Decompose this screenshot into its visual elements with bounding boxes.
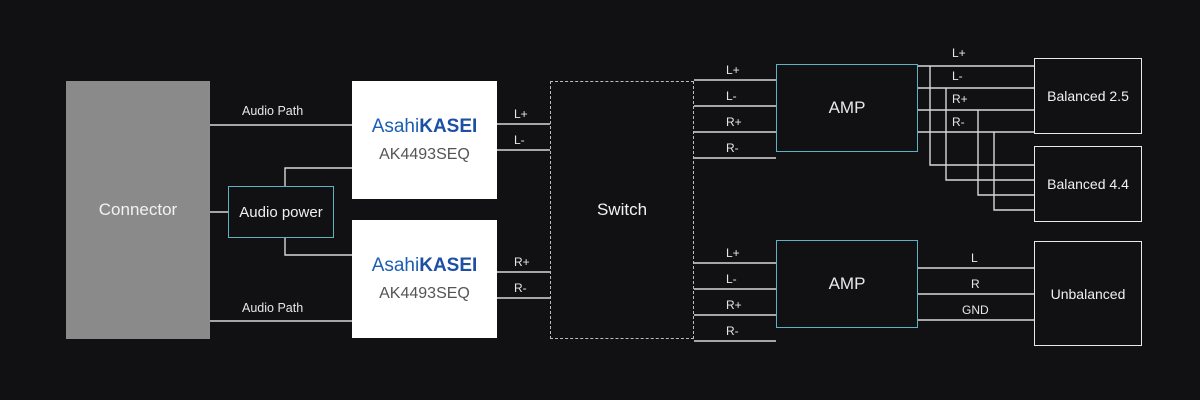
- bal-wire-l-plus-44: [929, 66, 1034, 166]
- amp-input-label: R+: [726, 298, 742, 312]
- dac-output-label: R+: [514, 255, 530, 269]
- unbalanced-output: Unbalanced: [1034, 241, 1142, 346]
- connector-label: Connector: [98, 200, 178, 219]
- amp-input-label: R-: [726, 141, 739, 155]
- balanced-signal-label: R-: [952, 115, 965, 129]
- unbalanced-label: Unbalanced: [1050, 285, 1126, 302]
- audio-power-label: Audio power: [239, 203, 323, 221]
- dac-brand-logo: AsahiKASEI: [371, 255, 478, 276]
- unbalanced-signal-label: R: [971, 277, 980, 291]
- balanced-44-label: Balanced 4.4: [1047, 176, 1129, 192]
- dac-brand-logo: AsahiKASEI: [371, 116, 478, 137]
- amp-input-label: L+: [726, 246, 740, 260]
- balanced-25-output: Balanced 2.5: [1034, 58, 1142, 134]
- switch-label: Switch: [596, 200, 648, 219]
- balanced-signal-label: R+: [952, 92, 968, 106]
- amp-input-label: L+: [726, 63, 740, 77]
- unbalanced-signal-label: L: [971, 251, 978, 265]
- amp-label: AMP: [828, 98, 866, 117]
- unbalanced-signal-label: GND: [962, 303, 989, 317]
- dac-model-label: AK4493SEQ: [379, 285, 470, 302]
- dac-chip-bottom: AsahiKASEI AK4493SEQ: [352, 220, 497, 338]
- audio-path-label-bottom: Audio Path: [242, 301, 304, 315]
- power-wire-top-dac: [284, 167, 352, 186]
- amp-block-top: AMP: [776, 64, 918, 152]
- switch-block: Switch: [550, 81, 694, 339]
- balanced-signal-label: L-: [952, 69, 963, 83]
- balanced-25-label: Balanced 2.5: [1047, 88, 1129, 104]
- amp-input-label: L-: [726, 89, 737, 103]
- dac-output-label: R-: [514, 281, 527, 295]
- amp-input-label: R+: [726, 115, 742, 129]
- dac-chip-top: AsahiKASEI AK4493SEQ: [352, 81, 497, 199]
- amp-input-label: R-: [726, 324, 739, 338]
- audio-power-block: Audio power: [228, 186, 334, 238]
- audio-path-label-top: Audio Path: [242, 104, 304, 118]
- balanced-44-output: Balanced 4.4: [1034, 146, 1142, 222]
- connector-block: Connector: [66, 81, 210, 339]
- bal-wire-r-plus-44: [977, 110, 1034, 196]
- balanced-signal-label: L+: [952, 46, 966, 60]
- amp-block-bottom: AMP: [776, 240, 918, 328]
- power-wire-bottom-dac: [284, 238, 352, 256]
- dac-model-label: AK4493SEQ: [379, 146, 470, 163]
- bal-wire-r-minus-44: [993, 132, 1034, 211]
- dac-output-label: L-: [514, 133, 525, 147]
- bal-wire-l-minus-44: [945, 88, 1034, 181]
- amp-label: AMP: [828, 274, 866, 293]
- amp-input-label: L-: [726, 272, 737, 286]
- dac-output-label: L+: [514, 107, 528, 121]
